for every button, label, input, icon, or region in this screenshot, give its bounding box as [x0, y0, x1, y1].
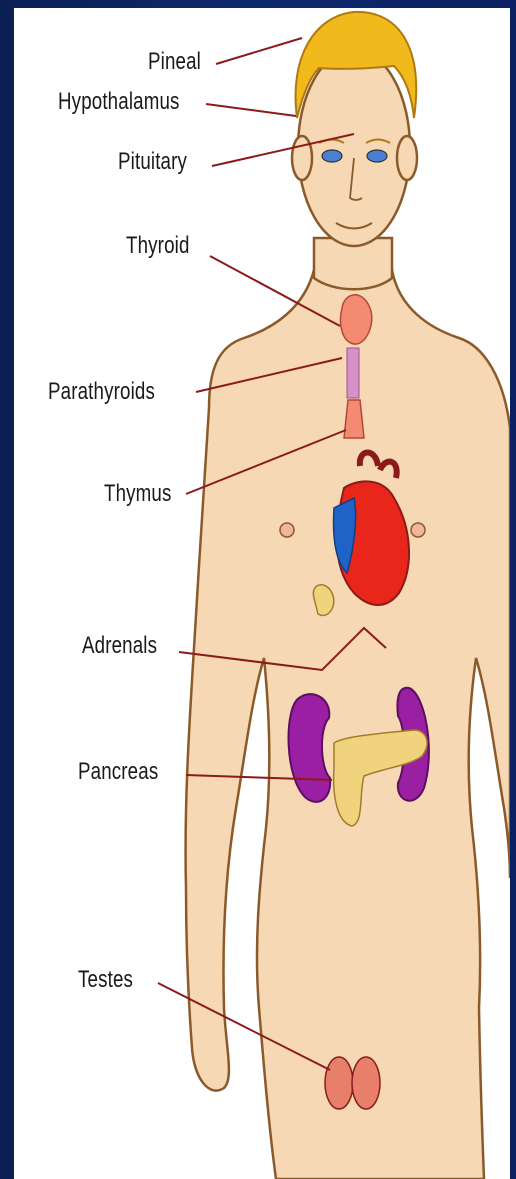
- label-testes: Testes: [78, 966, 133, 994]
- label-pancreas: Pancreas: [78, 758, 158, 786]
- left-nipple: [280, 523, 294, 537]
- label-parathyroids: Parathyroids: [48, 378, 155, 406]
- thyroid-gland: [341, 295, 372, 344]
- label-hypothalamus: Hypothalamus: [58, 88, 180, 116]
- left-eye: [322, 150, 342, 162]
- diagram-panel: Pineal Hypothalamus Pituitary Thyroid Pa…: [14, 8, 510, 1179]
- trachea: [347, 348, 359, 398]
- label-pituitary: Pituitary: [118, 148, 187, 176]
- hypothalamus-leader: [206, 104, 296, 116]
- label-thymus: Thymus: [104, 480, 172, 508]
- right-ear: [397, 136, 417, 180]
- human-body: [186, 50, 510, 1179]
- right-eye: [367, 150, 387, 162]
- label-pineal: Pineal: [148, 48, 201, 76]
- endocrine-system-figure: [14, 8, 510, 1179]
- thymus-gland: [344, 400, 364, 438]
- left-ear: [292, 136, 312, 180]
- right-nipple: [411, 523, 425, 537]
- pineal-leader: [216, 38, 302, 64]
- label-thyroid: Thyroid: [126, 232, 190, 260]
- head: [298, 50, 410, 246]
- label-adrenals: Adrenals: [82, 632, 157, 660]
